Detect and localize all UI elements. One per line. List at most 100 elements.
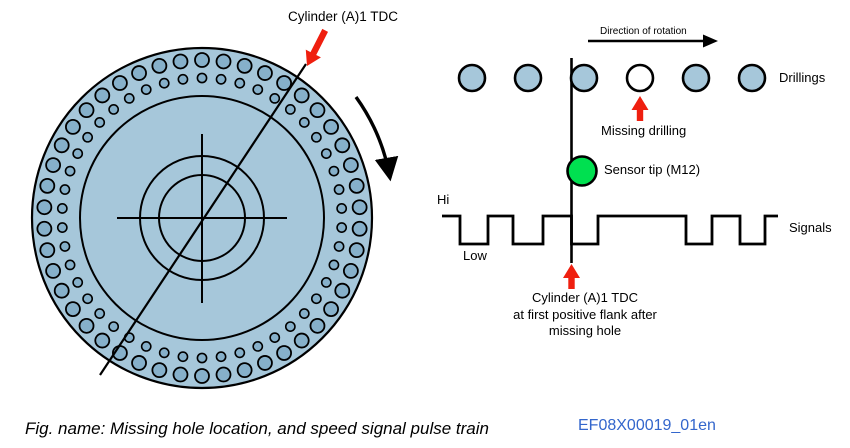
flywheel-outer-drilling <box>194 52 210 68</box>
flywheel-outer-drilling <box>78 102 95 119</box>
flywheel-inner-drilling <box>298 117 310 128</box>
tdc-flank-caption: Cylinder (A)1 TDC at first positive flan… <box>469 290 701 340</box>
flywheel-inner-drilling <box>56 203 68 214</box>
flywheel-inner-drilling <box>252 84 264 95</box>
direction-of-rotation-arrow-head-icon <box>703 34 718 48</box>
flywheel-inner-drilling <box>234 77 246 89</box>
flywheel-outer-drilling <box>194 368 210 384</box>
flywheel-outer-drilling <box>131 355 147 371</box>
flywheel-inner-drilling <box>72 277 84 288</box>
flywheel-outer-drilling <box>131 65 147 81</box>
flywheel-inner-drilling <box>59 184 71 195</box>
flywheel-outer-drilling <box>236 57 253 74</box>
flywheel-inner-drilling <box>333 241 345 252</box>
flywheel-outer-drilling <box>112 75 128 91</box>
flywheel-inner-drilling <box>158 347 170 359</box>
flywheel-outer-drilling <box>53 282 70 299</box>
flywheel-outer-drilling <box>39 177 56 194</box>
flywheel-outer-drilling <box>172 53 189 70</box>
flywheel-inner-drilling <box>320 277 332 288</box>
flywheel-inner-drilling <box>123 92 135 104</box>
drilling-circle <box>457 63 487 93</box>
flywheel-inner-drilling <box>108 321 120 332</box>
flywheel-outer-drilling <box>236 362 253 379</box>
tdc-diagonal-line <box>99 63 307 376</box>
flywheel-outer-drilling <box>293 332 310 349</box>
flywheel-outer-drilling <box>334 137 351 154</box>
flywheel-inner-drilling <box>196 72 208 84</box>
flywheel-outer-drilling <box>215 366 232 383</box>
flywheel-outer-drilling <box>351 220 368 237</box>
flywheel-inner-drilling <box>333 184 345 195</box>
flywheel-inner-drilling <box>196 352 208 364</box>
drilling-circle <box>569 63 599 93</box>
figure-code: EF08X00019_01en <box>578 417 716 434</box>
direction-of-rotation-label: Direction of rotation <box>600 26 687 37</box>
flywheel-inner-drilling <box>284 104 296 115</box>
flywheel-inner-drilling <box>252 341 264 352</box>
flywheel-outer-drilling <box>323 301 339 318</box>
tdc-flank-arrow-icon <box>563 264 580 289</box>
flywheel-outer-drilling <box>36 199 53 216</box>
flywheel-outer-drilling <box>293 87 310 104</box>
tdc-flank-caption-line3: missing hole <box>548 323 622 338</box>
flywheel-outer-drilling <box>36 220 53 237</box>
flywheel-inner-drilling <box>72 148 84 159</box>
flywheel-inner-drilling <box>59 241 71 252</box>
flywheel-outer-drilling <box>276 75 292 91</box>
flywheel-inner-drilling <box>298 308 310 319</box>
flywheel-outer-drilling <box>348 242 365 259</box>
flywheel-inner-drilling <box>64 165 76 177</box>
flywheel-inner-drilling <box>284 321 296 332</box>
flywheel-inner-drilling <box>108 104 120 115</box>
flywheel-outer-drilling <box>151 362 168 379</box>
flywheel-outer-drilling <box>94 87 111 104</box>
flywheel-outer-drilling <box>53 137 70 154</box>
flywheel-inner-drilling <box>269 92 281 104</box>
flywheel-inner-drilling <box>328 259 340 271</box>
flywheel-inner-drilling <box>328 165 340 177</box>
wheel-rotation-arrow-icon <box>354 96 399 182</box>
speed-signal-waveform <box>442 214 778 246</box>
flywheel-inner-drilling <box>320 148 332 159</box>
flywheel-outer-drilling <box>309 102 326 119</box>
flywheel-outer-drilling <box>334 282 351 299</box>
flywheel-inner-drilling <box>158 77 170 89</box>
flywheel-inner-drilling <box>177 73 189 85</box>
flywheel-outer-drilling <box>348 177 365 194</box>
missing-drilling-circle <box>625 63 655 93</box>
flywheel-inner-drilling <box>215 73 227 85</box>
flywheel-outer-drilling <box>323 118 339 135</box>
drillings-label: Drillings <box>779 70 826 85</box>
flywheel-outer-drilling <box>39 242 56 259</box>
flywheel-outer-drilling <box>172 366 189 383</box>
flywheel-inner-drilling <box>140 341 152 352</box>
flywheel-outer-drilling <box>276 345 292 361</box>
drilling-circle <box>681 63 711 93</box>
sensor-tip-dot <box>566 155 598 187</box>
drilling-circle <box>737 63 767 93</box>
flywheel-outer-drilling <box>45 263 62 279</box>
sensor-tip-label: Sensor tip (M12) <box>604 162 701 177</box>
flywheel-outer-drilling <box>257 355 273 371</box>
flywheel-outer-drilling <box>65 301 81 318</box>
flywheel-inner-drilling <box>177 351 189 363</box>
flywheel-outer-drilling <box>215 53 232 70</box>
cylinder-tdc-pointer-arrow-icon <box>305 28 329 66</box>
flywheel-outer-drilling <box>342 263 359 279</box>
tdc-flank-caption-line1: Cylinder (A)1 TDC <box>532 290 638 305</box>
flywheel-inner-drilling <box>310 131 322 143</box>
figure-name-caption: Fig. name: Missing hole location, and sp… <box>25 419 489 438</box>
tdc-flank-caption-line2: at first positive flank after <box>513 306 657 322</box>
flywheel-outer-drilling <box>45 157 62 173</box>
cylinder-tdc-top-label: Cylinder (A)1 TDC <box>288 9 399 24</box>
flywheel-inner-drilling <box>269 332 281 344</box>
flywheel-inner-band-edge <box>79 95 325 341</box>
low-label: Low <box>463 248 487 263</box>
flywheel-inner-drilling <box>310 293 322 305</box>
flywheel-outer-drilling <box>351 199 368 216</box>
flywheel-inner-drilling <box>56 222 68 233</box>
flywheel-outer-drilling <box>151 57 168 74</box>
